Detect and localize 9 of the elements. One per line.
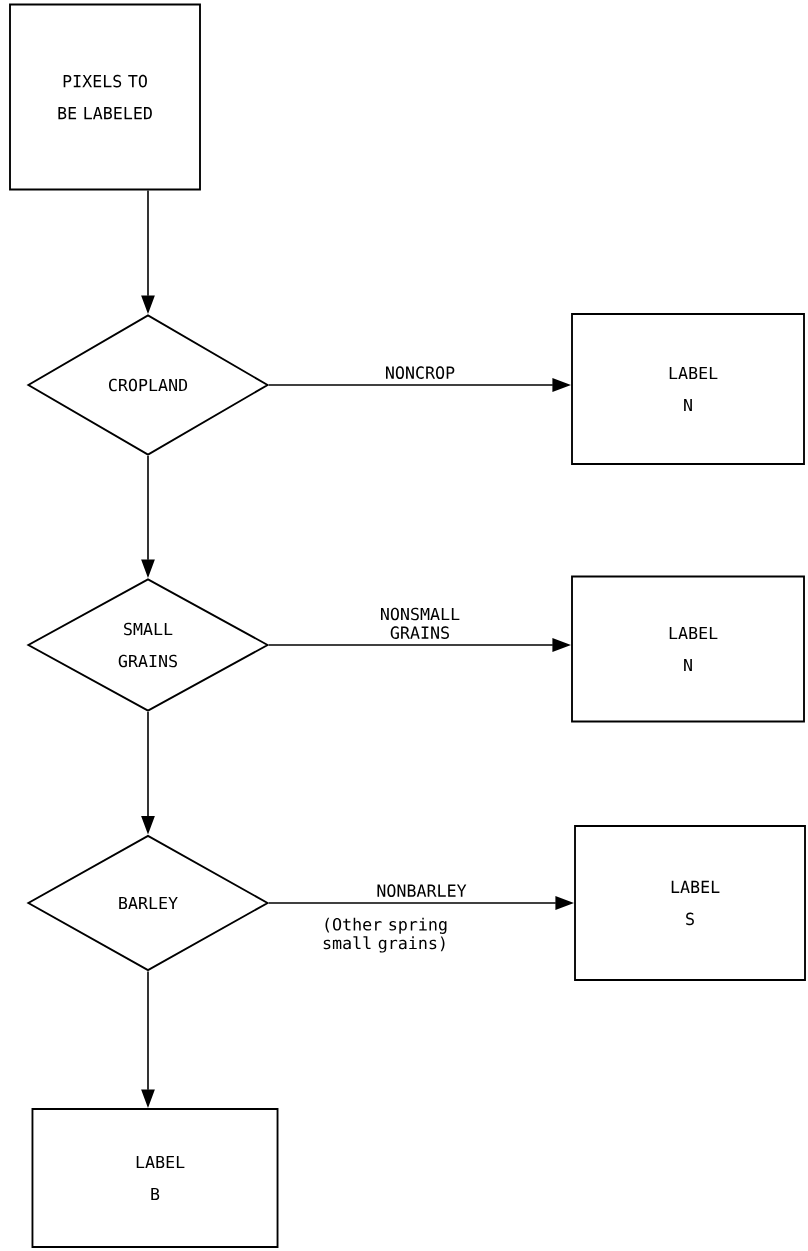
edge-label: NONCROP [386, 366, 455, 379]
edge-label: NONSMALL GRAINS [381, 607, 460, 639]
process-box: LABEL N [571, 575, 805, 723]
note: (Other spring small grains) [323, 917, 447, 953]
process-box: LABEL B [31, 1108, 279, 1248]
edge-label: NONBARLEY [377, 884, 467, 897]
process-box: LABEL N [571, 313, 805, 465]
process-box: PIXELS TO BE LABELED [9, 3, 201, 191]
process-box: LABEL S [574, 825, 806, 981]
